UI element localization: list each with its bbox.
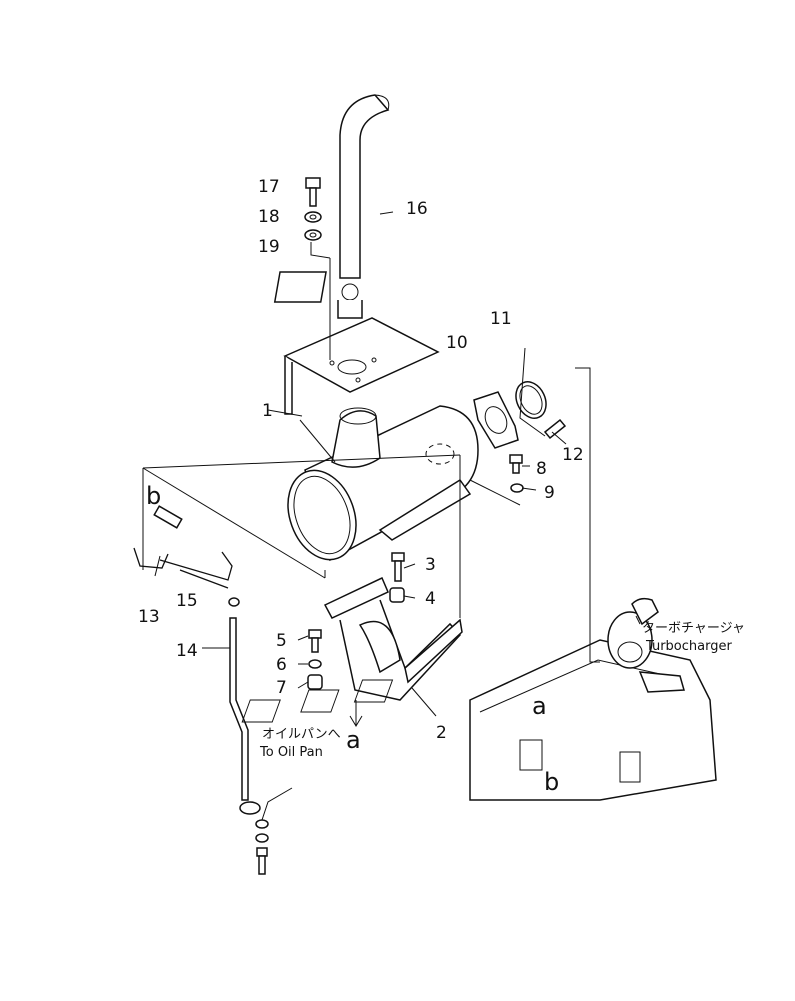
bolt-8 <box>509 454 523 474</box>
clip-15 <box>228 597 240 607</box>
ref-letter-b-left: b <box>146 482 161 510</box>
bolt-17 <box>305 177 321 207</box>
muffler-body <box>287 405 479 562</box>
callout-19: 19 <box>258 237 280 257</box>
callout-7: 7 <box>276 678 287 698</box>
note-turbo-jp: ターボチャージャ <box>642 621 745 636</box>
callout-11: 11 <box>490 309 512 329</box>
ref-letter-b-right: b <box>544 768 559 796</box>
callout-15: 15 <box>176 591 198 611</box>
muffler-top-bracket <box>283 317 440 415</box>
washer-18 <box>304 211 322 223</box>
washer-6 <box>308 659 322 669</box>
bolt-3 <box>391 552 405 582</box>
reference-lines <box>142 211 641 821</box>
ref-letter-a-left: a <box>346 726 361 754</box>
washer-19 <box>304 229 322 241</box>
note-oil-pan-en: To Oil Pan <box>259 745 323 760</box>
callout-8: 8 <box>536 459 547 479</box>
note-oil-pan-jp: オイルパンへ <box>262 727 341 742</box>
callout-18: 18 <box>258 207 280 227</box>
bolt-12 <box>543 418 567 440</box>
callout-16: 16 <box>406 199 428 219</box>
callout-12: 12 <box>562 445 584 465</box>
callout-2: 2 <box>436 723 447 743</box>
muffler-lower-bracket <box>323 576 463 701</box>
callout-9: 9 <box>544 483 555 503</box>
ref-letter-a-right: a <box>532 692 547 720</box>
callout-5: 5 <box>276 631 287 651</box>
drain-tube <box>229 617 269 875</box>
callout-4: 4 <box>425 589 436 609</box>
spacer-7 <box>307 674 323 690</box>
spacer-4 <box>389 587 405 603</box>
turbocharger <box>607 597 685 693</box>
washer-9 <box>510 483 524 493</box>
callout-10: 10 <box>446 333 468 353</box>
callout-13: 13 <box>138 607 160 627</box>
callout-6: 6 <box>276 655 287 675</box>
callout-17: 17 <box>258 177 280 197</box>
callout-1: 1 <box>262 401 273 421</box>
exhaust-pipe <box>273 94 390 319</box>
callout-14: 14 <box>176 641 198 661</box>
callout-3: 3 <box>425 555 436 575</box>
note-turbo-en: Turbocharger <box>645 639 732 654</box>
bolt-5 <box>308 629 322 653</box>
drain-hose <box>133 505 233 589</box>
flange-and-gasket <box>473 381 547 449</box>
